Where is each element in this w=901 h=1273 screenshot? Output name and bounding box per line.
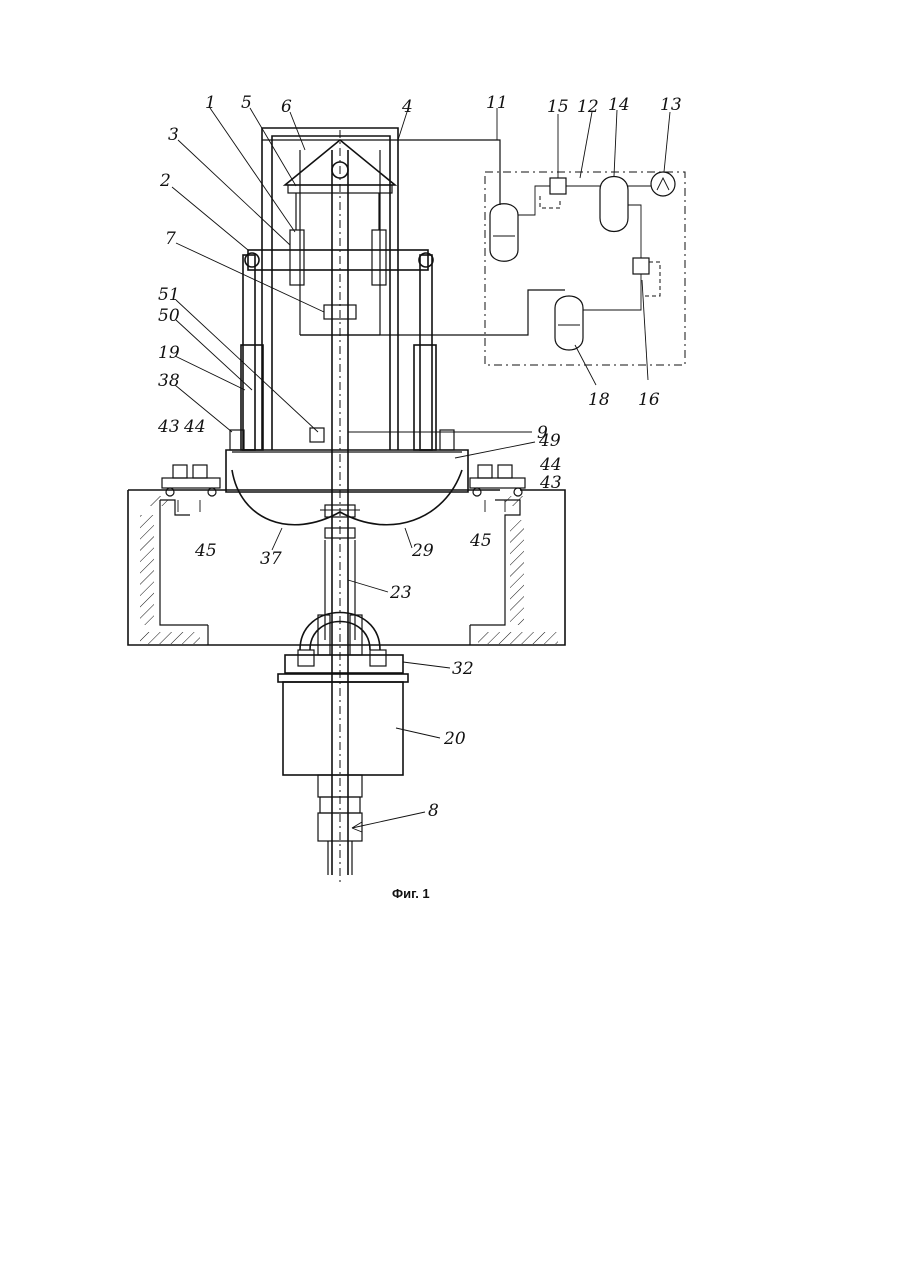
label-15: 15 [547,97,569,117]
label-19: 19 [158,343,180,363]
label-23: 23 [389,583,412,603]
label-38: 38 [158,371,180,391]
label-7: 7 [165,229,176,249]
label-44-left: 44 [183,417,206,437]
drive-unit [278,613,408,876]
label-2: 2 [159,171,171,191]
label-4: 4 [401,97,413,117]
central-shaft [325,130,355,885]
label-29: 29 [411,541,434,561]
label-43-left: 43 [157,417,180,437]
label-18: 18 [588,390,610,410]
hydraulic-circuit [262,140,685,365]
label-11: 11 [486,93,508,113]
label-3: 3 [168,125,179,145]
label-45-right: 45 [469,531,492,551]
label-50: 50 [158,306,180,326]
upper-frame [245,128,433,450]
label-43-right: 43 [539,473,562,493]
label-44-right: 44 [539,455,562,475]
reference-labels: 1 5 6 4 3 2 7 51 50 19 38 43 44 45 11 15… [157,93,682,821]
figure-caption: Фиг. 1 [392,886,430,901]
label-20: 20 [443,729,466,749]
label-5: 5 [241,93,252,113]
label-14: 14 [608,95,630,115]
label-37: 37 [260,549,282,569]
label-13: 13 [660,95,682,115]
vessel [226,450,468,525]
label-6: 6 [281,97,292,117]
left-rail-assembly [162,465,220,512]
label-8: 8 [428,801,439,821]
label-12: 12 [577,97,599,117]
label-45-left: 45 [194,541,217,561]
label-1: 1 [205,93,216,113]
label-51: 51 [158,285,180,305]
label-16: 16 [638,390,660,410]
leader-lines [172,108,670,832]
label-49: 49 [538,431,561,451]
label-32: 32 [452,659,474,679]
